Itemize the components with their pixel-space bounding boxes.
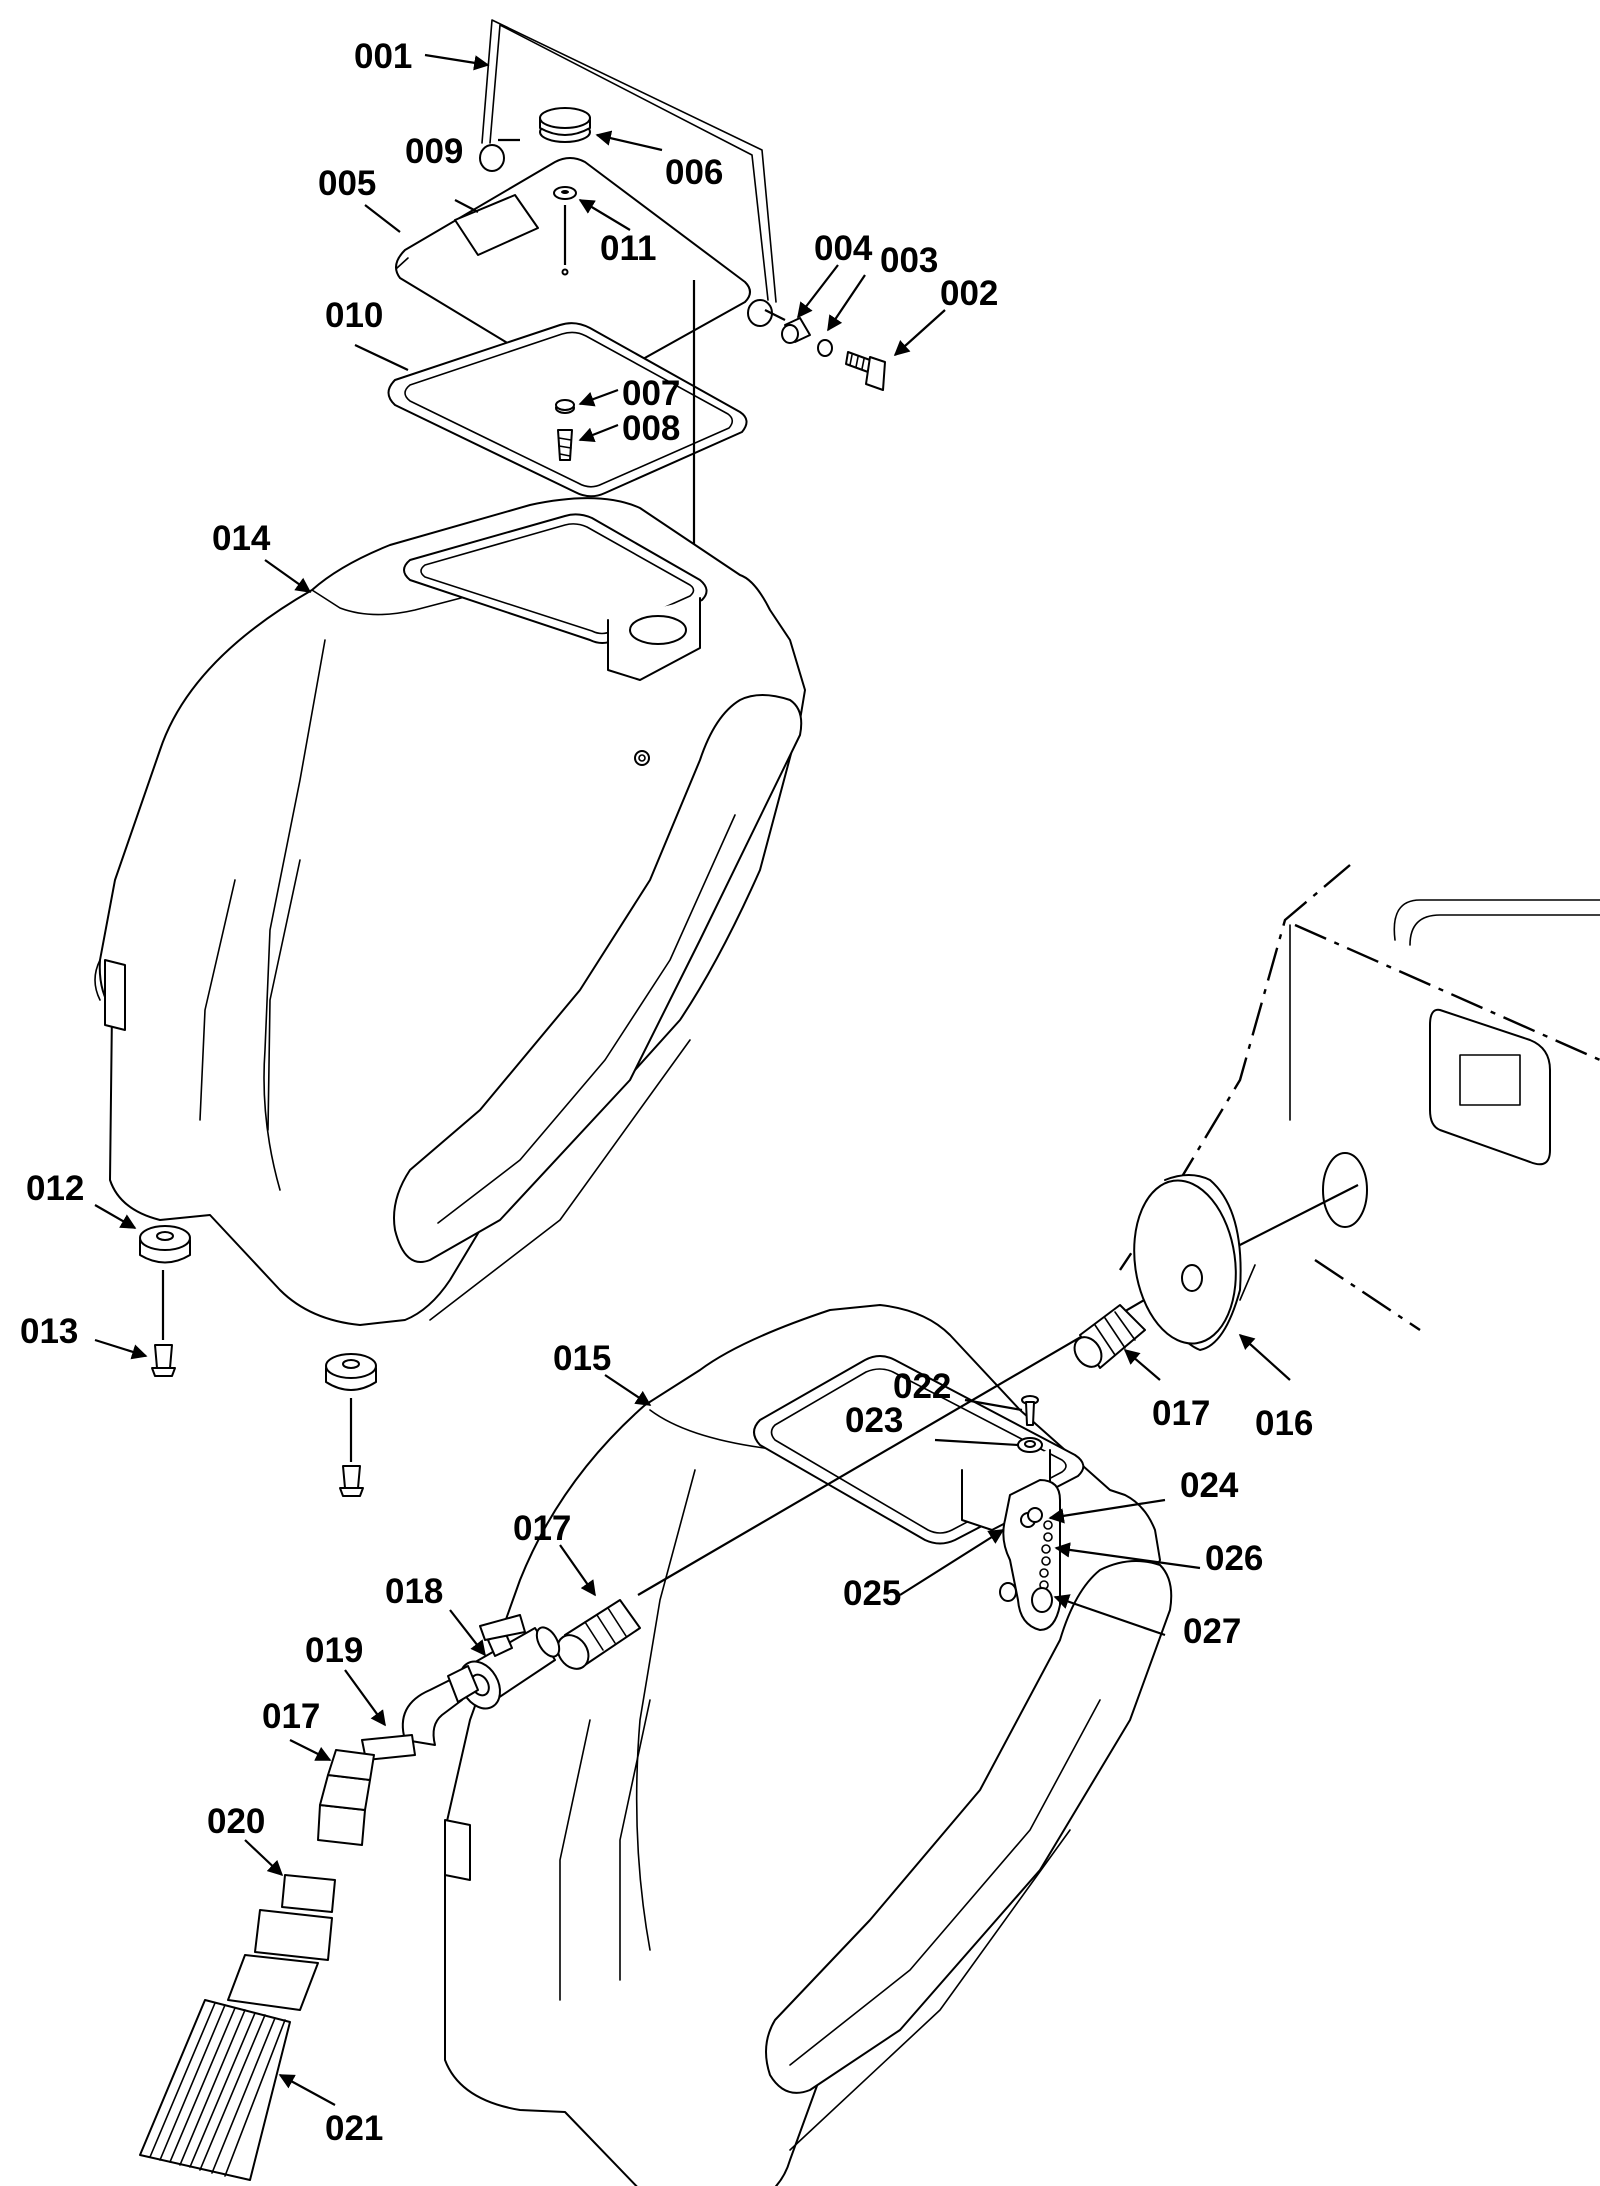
callout-007: 007 — [622, 374, 680, 413]
callout-001: 001 — [354, 37, 412, 76]
callout-025: 025 — [843, 1574, 901, 1613]
screw-022 — [1021, 1395, 1039, 1426]
washer-023 — [1017, 1437, 1043, 1453]
lid-005 — [395, 157, 751, 388]
callout-022: 022 — [893, 1367, 951, 1406]
adapter-020 — [227, 1874, 336, 2011]
bolt-axis — [764, 309, 786, 321]
foot-012b — [325, 1353, 377, 1462]
callout-020: 020 — [207, 1802, 265, 1841]
handle-001 — [479, 19, 777, 327]
callout-003: 003 — [880, 241, 938, 280]
callout-026: 026 — [1205, 1539, 1263, 1578]
leader-lines — [94, 53, 1291, 2106]
hose-017-lower — [317, 1749, 375, 1846]
filter-021 — [139, 1999, 291, 2181]
spacer-004 — [781, 317, 811, 344]
guard-axis — [1229, 1184, 1359, 1251]
callout-019: 019 — [305, 1631, 363, 1670]
bolt-002 — [845, 351, 886, 391]
callout-027: 027 — [1183, 1612, 1241, 1651]
callout-021: 021 — [325, 2109, 383, 2148]
callout-015: 015 — [553, 1339, 611, 1378]
tank-014 — [94, 497, 806, 1326]
chain-026 — [1039, 1520, 1053, 1590]
screw-008 — [557, 429, 573, 461]
callout-017-lower: 017 — [262, 1697, 320, 1736]
callout-008: 008 — [622, 409, 680, 448]
plate-016 — [1133, 1174, 1256, 1351]
callout-013: 013 — [20, 1312, 78, 1351]
callout-017-middle: 017 — [513, 1509, 571, 1548]
screw-013a — [151, 1344, 176, 1377]
washer-011 — [553, 186, 577, 276]
hose-017-middle — [556, 1599, 641, 1670]
washer-007 — [555, 399, 575, 414]
tank-015 — [444, 1304, 1173, 2186]
callout-012: 012 — [26, 1169, 84, 1208]
callout-005: 005 — [318, 164, 376, 203]
washer-003 — [817, 339, 833, 357]
callout-014: 014 — [212, 519, 271, 558]
callout-009: 009 — [405, 132, 463, 171]
callout-labels: 001 002 003 004 005 006 007 008 009 010 … — [20, 37, 1313, 2148]
callout-024: 024 — [1180, 1466, 1239, 1505]
hose-axis — [637, 1249, 1231, 1596]
screw-013b — [339, 1465, 364, 1497]
plug-027 — [1031, 1587, 1053, 1613]
callout-004: 004 — [814, 229, 873, 268]
knob-006 — [539, 107, 591, 143]
callout-010: 010 — [325, 296, 383, 335]
rivet-024 — [1027, 1507, 1043, 1523]
callout-016: 016 — [1255, 1404, 1313, 1443]
foot-012a — [139, 1225, 191, 1340]
callout-017-upper: 017 — [1152, 1394, 1210, 1433]
callout-002: 002 — [940, 274, 998, 313]
machine-frame-phantom — [1119, 864, 1600, 1331]
callout-006: 006 — [665, 153, 723, 192]
callout-018: 018 — [385, 1572, 443, 1611]
hose-017-upper — [1073, 1304, 1146, 1369]
callout-011: 011 — [600, 229, 656, 268]
label-plate-009 — [454, 194, 539, 256]
callout-023: 023 — [845, 1401, 903, 1440]
elbow-019 — [361, 1665, 479, 1761]
